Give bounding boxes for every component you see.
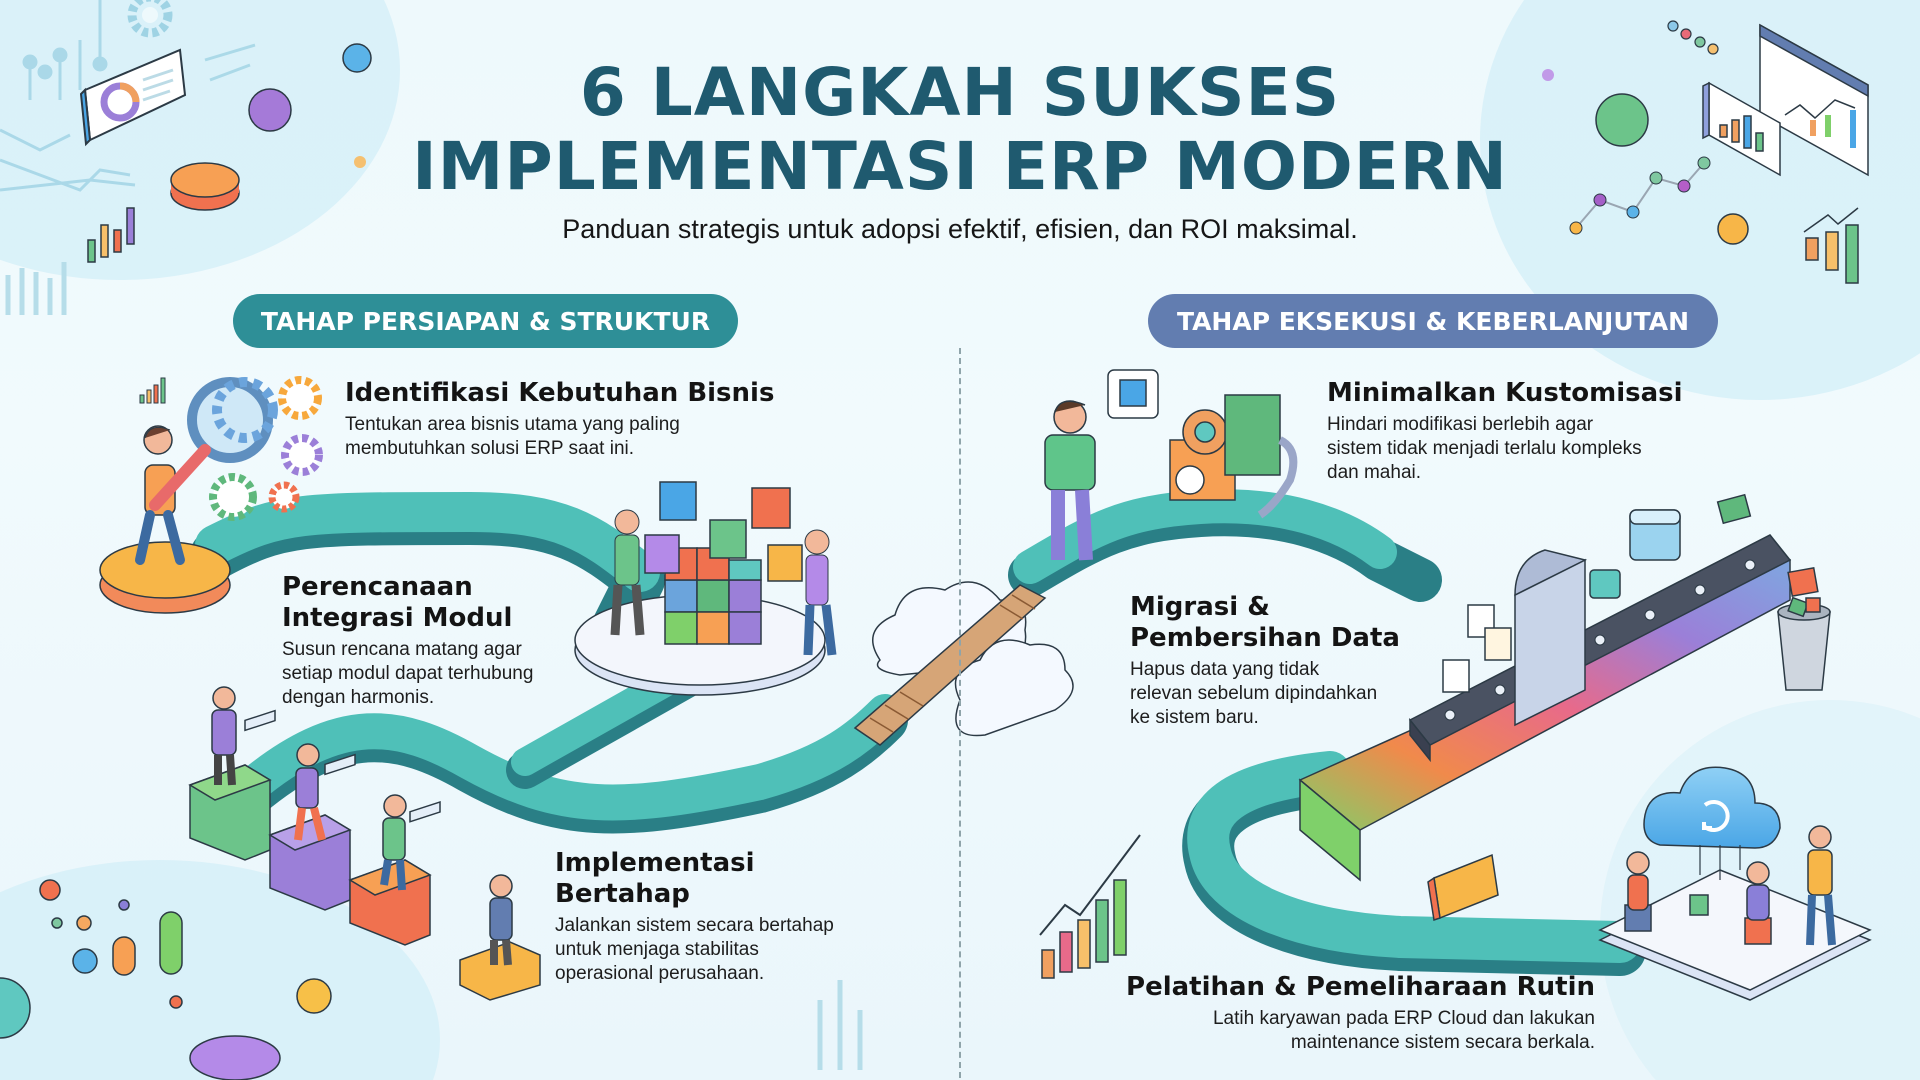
step-description-line: operasional perusahaan. <box>555 963 765 984</box>
step-migrasi-pembersihan-data: Migrasi & Pembersihan Data Hapus data ya… <box>1130 592 1430 730</box>
step-description-line: Susun rencana matang agar <box>282 639 522 660</box>
roadmap-path <box>190 489 1646 976</box>
step-title-line: Bertahap <box>555 879 690 909</box>
faded-bars-decoration <box>5 262 67 315</box>
bar-chart-card-icon <box>1702 81 1781 177</box>
growth-bar-chart-icon <box>1039 834 1141 979</box>
disc-decoration <box>170 162 240 211</box>
step-minimalkan-kustomisasi: Minimalkan Kustomisasi Hindari modifikas… <box>1327 378 1727 485</box>
step-description-line: ke sistem baru. <box>1130 707 1259 728</box>
step-description-line: Hapus data yang tidak <box>1130 659 1320 680</box>
team-cloud-sync-icon <box>1598 766 1872 1001</box>
step-description-line: dan mahai. <box>1327 462 1422 483</box>
sphere-decoration <box>1595 93 1649 147</box>
step-perencanaan-integrasi: Perencanaan Integrasi Modul Susun rencan… <box>282 572 602 710</box>
step-pelatihan-pemeliharaan: Pelatihan & Pemeliharaan Rutin Latih kar… <box>1100 972 1595 1055</box>
step-title-line: Perencanaan <box>282 572 473 602</box>
step-title: Pelatihan & Pemeliharaan Rutin <box>1126 972 1595 1002</box>
faded-bars-decoration <box>817 980 863 1070</box>
step-title: Minimalkan Kustomisasi <box>1327 378 1683 408</box>
step-description-line: dengan harmonis. <box>282 687 435 708</box>
phase-divider <box>959 348 961 1078</box>
page-title-line1: 6 LANGKAH SUKSES <box>579 54 1341 131</box>
data-conveyor-scanner-icon <box>1408 493 1831 763</box>
dashboard-card-icon <box>79 48 187 147</box>
page-subtitle: Panduan strategis untuk adopsi efektif, … <box>562 214 1358 244</box>
step-title: Identifikasi Kebutuhan Bisnis <box>345 378 775 408</box>
step-identifikasi-kebutuhan: Identifikasi Kebutuhan Bisnis Tentukan a… <box>345 378 785 461</box>
step-description-line: setiap modul dapat terhubung <box>282 663 534 684</box>
step-title-line: Implementasi <box>555 848 755 878</box>
step-implementasi-bertahap: Implementasi Bertahap Jalankan sistem se… <box>555 848 885 986</box>
step-title-line: Pembersihan Data <box>1130 623 1400 653</box>
step-description-line: untuk menjaga stabilitas <box>555 939 759 960</box>
bar-chart-decoration <box>87 207 135 263</box>
step-title-line: Integrasi Modul <box>282 603 513 633</box>
people-climbing-blocks-icon <box>188 686 541 1001</box>
people-assembling-cubes-icon <box>574 481 837 696</box>
sphere-decoration <box>342 43 372 73</box>
dot-decoration <box>354 156 366 168</box>
bottom-left-decoration <box>0 879 332 1080</box>
phase-badge-execution: TAHAP EKSEKUSI & KEBERLANJUTAN <box>1148 294 1718 348</box>
circuit-lines-decoration <box>0 0 256 192</box>
step-description-line: membutuhkan solusi ERP saat ini. <box>345 438 635 459</box>
folder-icon <box>1427 853 1499 921</box>
sphere-decoration <box>248 88 292 132</box>
step-description-line: relevan sebelum dipindahkan <box>1130 683 1378 704</box>
step-description-line: Jalankan sistem secara bertahap <box>555 915 834 936</box>
dots-row-decoration <box>1667 20 1719 55</box>
gear-decoration-icon <box>127 0 173 38</box>
step-description-line: maintenance sistem secara berkala. <box>1290 1032 1595 1053</box>
analytics-window-icon <box>1759 23 1869 177</box>
line-chart-decoration <box>1569 156 1711 235</box>
cloud-bridge-stairs-icon <box>853 581 1074 746</box>
step-title-line: Migrasi & <box>1130 592 1270 622</box>
step-description-line: Tentukan area bisnis utama yang paling <box>345 414 680 435</box>
dot-decoration <box>1542 69 1554 81</box>
person-magnifying-glass-gears-icon <box>99 376 323 614</box>
growth-chart-decoration <box>1803 207 1859 284</box>
page-title-line2: IMPLEMENTASI ERP MODERN <box>412 128 1508 205</box>
person-complex-machine-icon <box>1044 369 1298 561</box>
step-description-line: sistem tidak menjadi terlalu kompleks <box>1327 438 1642 459</box>
step-description-line: Hindari modifikasi berlebih agar <box>1327 414 1594 435</box>
phase-badge-preparation: TAHAP PERSIAPAN & STRUKTUR <box>233 294 738 348</box>
step-description-line: Latih karyawan pada ERP Cloud dan lakuka… <box>1212 1008 1595 1029</box>
sphere-decoration <box>1717 213 1749 245</box>
